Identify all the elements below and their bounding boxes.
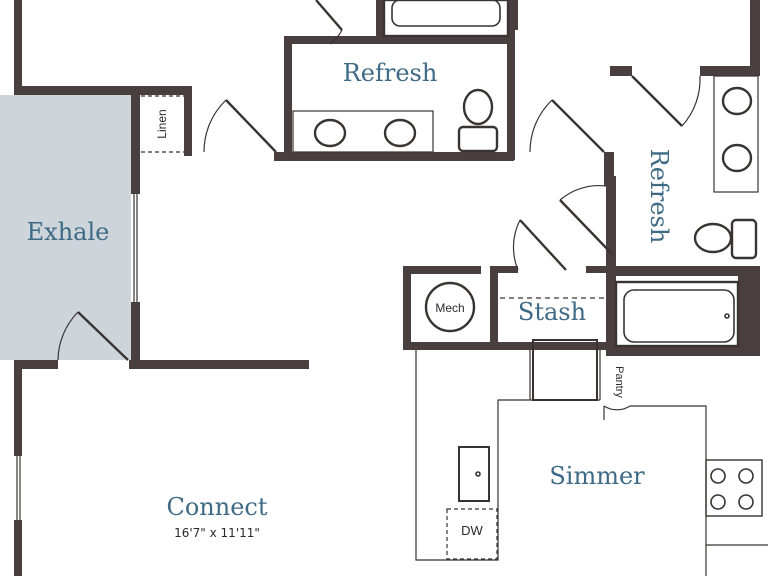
- room-dimensions-connect: 16'7" x 11'11": [174, 526, 260, 540]
- doors: [57, 0, 701, 420]
- walls: [14, 0, 760, 576]
- room-label-refresh-top: Refresh: [343, 59, 438, 87]
- room-label-stash: Stash: [518, 298, 586, 326]
- fixtures: [313, 0, 763, 517]
- room-label-connect: Connect: [166, 493, 267, 521]
- exhale-room-fill: [0, 95, 131, 360]
- room-label-refresh-right: Refresh: [645, 149, 673, 244]
- room-label-simmer: Simmer: [549, 462, 645, 490]
- fixture-label-pantry: Pantry: [613, 366, 625, 398]
- fixture-label-mech: Mech: [435, 301, 464, 315]
- outlines: [16, 75, 768, 576]
- fixture-label-dw: DW: [461, 523, 483, 538]
- fixture-label-linen: Linen: [155, 109, 169, 138]
- room-label-exhale: Exhale: [27, 218, 110, 246]
